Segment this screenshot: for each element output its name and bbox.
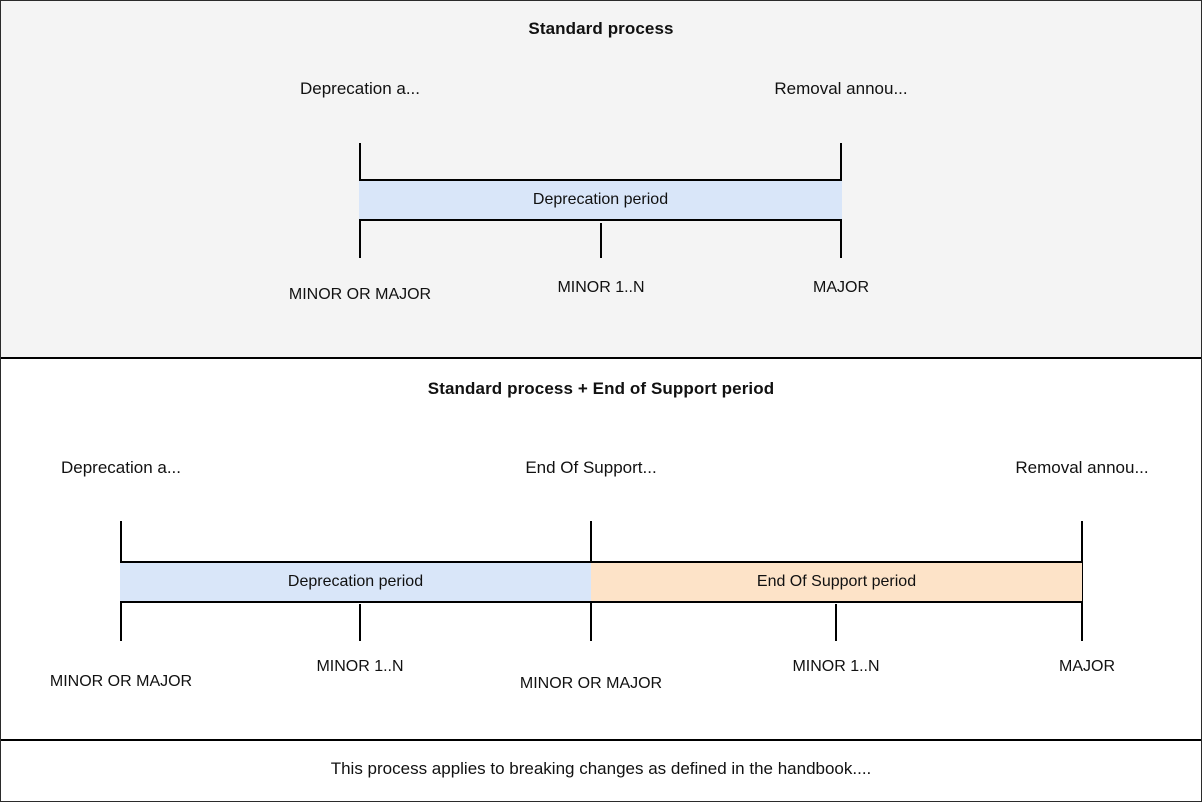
segment-end-of-support-period-eos: End Of Support period <box>591 561 1082 603</box>
tick-line-minor-1n-first-eos <box>359 604 361 641</box>
segment-deprecation-period-eos: Deprecation period <box>120 561 591 603</box>
tick-label-minor-or-major-standard: MINOR OR MAJOR <box>288 286 432 303</box>
milestone-label-deprecation-announced-standard: Deprecation a... <box>299 79 421 98</box>
segment-label-deprecation-period-eos: Deprecation period <box>287 573 424 590</box>
panel-footer-note: This process applies to breaking changes… <box>1 741 1201 801</box>
segment-label-end-of-support-period-eos: End Of Support period <box>756 573 917 590</box>
tick-label-minor-1n-first-eos: MINOR 1..N <box>316 658 404 675</box>
tick-label-minor-or-major-second-eos: MINOR OR MAJOR <box>519 675 663 692</box>
milestone-label-removal-announced-eos: Removal annou... <box>1015 458 1149 477</box>
segment-label-deprecation-period-standard: Deprecation period <box>532 191 669 208</box>
tick-label-major-standard: MAJOR <box>813 279 869 296</box>
tick-label-minor-1n-standard: MINOR 1..N <box>557 279 645 296</box>
panel-end-of-support-process <box>1 359 1201 741</box>
footer-note-text: This process applies to breaking changes… <box>330 759 872 778</box>
milestone-label-end-of-support-eos: End Of Support... <box>525 458 657 477</box>
tick-line-minor-1n-second-eos <box>835 604 837 641</box>
panel-end-of-support-process-title: Standard process + End of Support period <box>427 379 775 398</box>
tick-label-minor-1n-second-eos: MINOR 1..N <box>792 658 880 675</box>
milestone-label-removal-announced-standard: Removal annou... <box>774 79 908 98</box>
segment-deprecation-period-standard: Deprecation period <box>359 179 842 221</box>
milestone-line-removal-eos <box>1081 521 1083 641</box>
tick-label-major-eos: MAJOR <box>1059 658 1115 675</box>
tick-line-minor-1n-standard <box>600 223 602 258</box>
milestone-label-deprecation-announced-eos: Deprecation a... <box>60 458 182 477</box>
panel-standard-process-title: Standard process <box>528 19 674 38</box>
tick-label-minor-or-major-first-eos: MINOR OR MAJOR <box>49 673 193 690</box>
